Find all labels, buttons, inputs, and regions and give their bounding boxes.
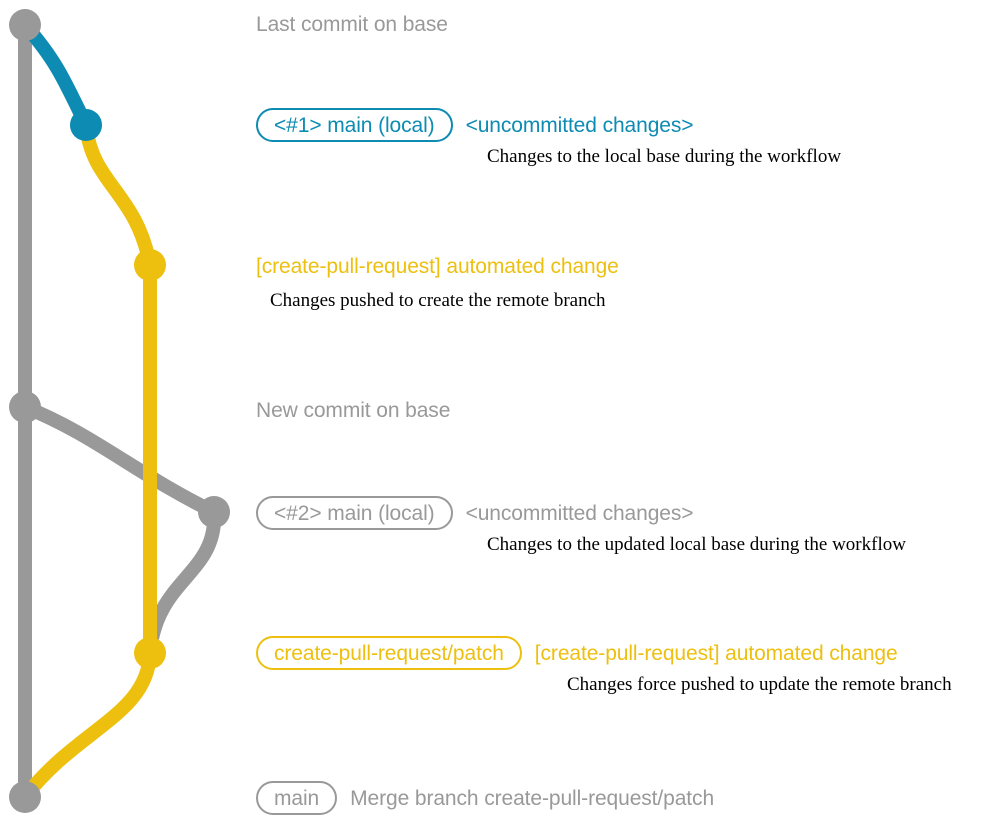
commit-subject: [create-pull-request] automated change	[256, 255, 619, 278]
commit-node-base-head[interactable]	[9, 9, 41, 41]
commit-note: Changes pushed to create the remote bran…	[270, 290, 606, 311]
commit-note: Changes force pushed to update the remot…	[567, 674, 952, 695]
commit-local-1: <#1> main (local) <uncommitted changes>	[256, 108, 694, 142]
commit-node-automated-1[interactable]	[134, 249, 166, 281]
commit-node-local-2[interactable]	[198, 496, 230, 528]
commit-local-2: <#2> main (local) <uncommitted changes>	[256, 496, 694, 530]
commit-automated-2: create-pull-request/patch [create-pull-re…	[256, 636, 898, 670]
spacer	[453, 513, 466, 514]
edge-local-1-to-automated-1	[79, 118, 157, 272]
commit-node-local-1[interactable]	[70, 109, 102, 141]
new-commit-on-base: New commit on base	[256, 399, 451, 422]
commit-node-merge[interactable]	[9, 781, 41, 813]
commit-subject: <uncommitted changes>	[465, 501, 694, 525]
commit-node-automated-2[interactable]	[134, 637, 166, 669]
spacer	[453, 125, 466, 126]
ref-badge[interactable]: main	[256, 781, 338, 815]
spacer	[522, 653, 535, 654]
commit-subject: Merge branch create-pull-request/patch	[350, 786, 715, 810]
edge-local-2-to-automated-2	[143, 505, 222, 660]
last-commit-on-base: Last commit on base	[256, 13, 448, 36]
commit-note: Changes to the local base during the wor…	[487, 146, 842, 167]
ref-badge[interactable]: create-pull-request/patch	[256, 636, 522, 670]
edge-base-to-local-1	[18, 18, 93, 132]
edge-base-to-local-2	[18, 400, 221, 519]
commit-subject: <uncommitted changes>	[465, 113, 694, 137]
commit-note: Changes to the updated local base during…	[487, 534, 906, 555]
ref-badge[interactable]: <#2> main (local)	[256, 496, 453, 530]
ref-badge[interactable]: <#1> main (local)	[256, 108, 453, 142]
edge-automated-2-to-merge	[18, 646, 157, 804]
commit-merge: main Merge branch create-pull-request/pat…	[256, 781, 714, 815]
spacer	[337, 798, 350, 799]
commit-node-base-new[interactable]	[9, 391, 41, 423]
commit-subject: [create-pull-request] automated change	[534, 641, 898, 665]
commit-automated-1: [create-pull-request] automated change	[256, 256, 619, 277]
